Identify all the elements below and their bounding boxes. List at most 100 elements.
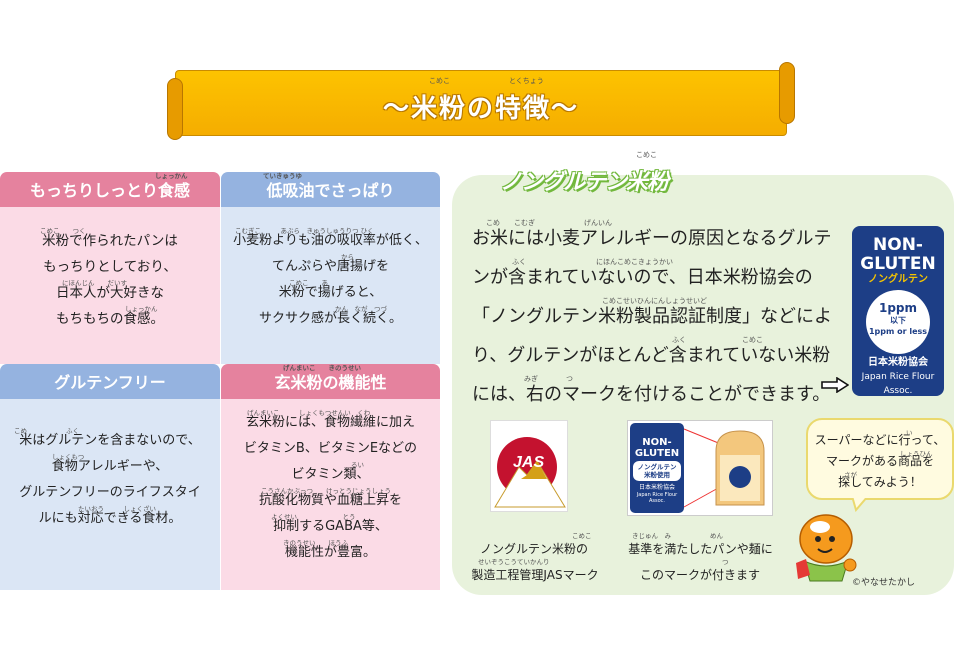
small-logo-white-band: ノングルテン 米粉使用 bbox=[633, 461, 681, 481]
ruby: こめこ bbox=[572, 532, 592, 540]
line-text: サクサク感が長く続く。 bbox=[258, 311, 402, 326]
panel-body bbox=[0, 399, 220, 590]
ruby: よくせい とう bbox=[271, 513, 356, 521]
page-title: 〜米粉の特徴〜 bbox=[382, 94, 579, 124]
bubble-text: いスーパーなどに行って、 しょうひんマークがある商品を さが探してみよう！ bbox=[808, 428, 952, 491]
title-ruby-kome: こめこ bbox=[429, 77, 450, 85]
line-text: 「ノングルテン米粉製品認証制度」などによ bbox=[472, 306, 832, 327]
bread-with-logo-image: NON- GLUTEN ノングルテン 米粉使用 日本米粉協会 Japan Ric… bbox=[627, 420, 773, 516]
panel-mochiri: しょっかん もっちりしっとり食感 こめこ つく米粉で作られたパンは もっちりとし… bbox=[0, 172, 220, 364]
text-line: よくせい とう抑制するGABA等、 bbox=[221, 512, 440, 538]
ruby: しょっかん bbox=[125, 305, 158, 313]
ruby: きのうせい ほうふ bbox=[283, 539, 348, 547]
line-text: ビタミン類、 bbox=[291, 467, 370, 482]
text-line: げんまいこ しょくもつせんい くわ玄米粉には、食物繊維に加え bbox=[221, 408, 440, 434]
panel-heading-text: 低吸油でさっぱり bbox=[266, 181, 395, 200]
panel-body bbox=[0, 207, 220, 364]
small-logo-jp1: ノングルテン bbox=[637, 463, 677, 471]
caption-text: 基準を満たしたパンや麺に bbox=[628, 542, 773, 556]
panel-text: こめ ふく米はグルテンを含まないので、 しょくもつ食物アレルギーや、 グルテンフ… bbox=[0, 426, 220, 530]
ruby: みぎ つ bbox=[524, 375, 573, 383]
copyright-text: ©やなせたかし bbox=[852, 578, 916, 588]
ruby: こむぎこ あぶら きゅうしゅうりつ ひく bbox=[235, 227, 374, 235]
text-line: しょうひんマークがある商品を bbox=[808, 449, 952, 470]
text-line: しょっかんもちもちの食感。 bbox=[0, 304, 220, 330]
heading-ruby: げんまいこ きのうせい bbox=[283, 364, 361, 372]
line-text: には、右のマークを付けることができます。 bbox=[472, 384, 831, 405]
logo-assoc-en2: Assoc. bbox=[883, 386, 913, 396]
panel-text: こめこ つく米粉で作られたパンは もっちりとしており、 にほんじん だいす日本人… bbox=[0, 226, 220, 330]
text-line: かん なが つづサクサク感が長く続く。 bbox=[221, 304, 440, 330]
small-non-gluten-logo: NON- GLUTEN ノングルテン 米粉使用 日本米粉協会 Japan Ric… bbox=[630, 423, 684, 513]
small-logo-assoc-jp: 日本米粉協会 bbox=[638, 484, 675, 491]
panel-heading: グルテンフリー bbox=[0, 364, 220, 399]
line-text: 機能性が豊富。 bbox=[284, 545, 376, 560]
panel-heading-text: 玄米粉の機能性 bbox=[274, 373, 387, 392]
line-text: スーパーなどに行って、 bbox=[814, 433, 946, 447]
arrow-right-icon bbox=[821, 377, 849, 393]
panel-teikyuyu: ていきゅうゆ 低吸油でさっぱり こむぎこ あぶら きゅうしゅうりつ ひく小麦粉よ… bbox=[221, 172, 440, 364]
bubble-tail-icon bbox=[850, 496, 870, 512]
caption-text: ノングルテン米粉の bbox=[480, 542, 589, 556]
line-text: ルにも対応できる食材。 bbox=[38, 511, 182, 526]
title-banner: こめこ とくちょう 〜米粉の特徴〜 bbox=[167, 62, 795, 144]
text-line: ふく こめこり、グルテンがほとんど含まれていない米粉 bbox=[472, 333, 844, 372]
logo-or-less: 1ppm or less bbox=[868, 327, 928, 336]
ruby: さが bbox=[844, 471, 857, 479]
logo-ikai: 以下 bbox=[890, 316, 906, 325]
small-logo-line2: GLUTEN bbox=[634, 448, 680, 459]
line-text: マークがある商品を bbox=[825, 454, 934, 468]
logo-line2: GLUTEN bbox=[860, 254, 936, 274]
bread-caption-1: きじゅん み めん基準を満たしたパンや麺に bbox=[628, 532, 773, 557]
text-line: ビタミンB、ビタミンEなどの bbox=[221, 434, 440, 460]
text-line: もっちりとしており、 bbox=[0, 252, 220, 278]
line-text: 小麦粉よりも油の吸収率が低く、 bbox=[233, 233, 428, 248]
line-text: 米粉で揚げると、 bbox=[278, 285, 383, 300]
text-line: こめこせいひんにんしょうせいど「ノングルテン米粉製品認証制度」などによ bbox=[472, 294, 844, 333]
jas-caption-1: こめこノングルテン米粉の bbox=[480, 532, 592, 557]
text-line: こうさんかぶっつ けっとうじょうしょう抗酸化物質や血糖上昇を bbox=[221, 486, 440, 512]
banner-curl-right bbox=[779, 62, 795, 124]
line-text: 米粉で作られたパンは bbox=[42, 233, 178, 249]
ruby: こめ ふく bbox=[14, 427, 79, 435]
line-text: 日本人が大好きな bbox=[56, 285, 164, 301]
text-line: にほんじん だいす日本人が大好きな bbox=[0, 278, 220, 304]
jas-caption-2: せいぞうこうていかんり製造工程管理JASマーク bbox=[470, 558, 600, 583]
ruby: こめ こむぎ げんいん bbox=[486, 219, 612, 227]
ruby: げんまいこ しょくもつせんい くわ bbox=[247, 409, 371, 417]
text-line: こむぎこ あぶら きゅうしゅうりつ ひく小麦粉よりも油の吸収率が低く、 bbox=[221, 226, 440, 252]
ruby: しょくもつ bbox=[52, 453, 85, 461]
ruby: つ bbox=[722, 558, 729, 566]
nongluten-description: こめ こむぎ げんいんお米には小麦アレルギーの原因となるグルテ ふく にほんこめ… bbox=[472, 216, 844, 411]
ruby: い bbox=[906, 429, 913, 437]
text-line: しょくもつ食物アレルギーや、 bbox=[0, 452, 220, 478]
line-text: ンが含まれていないので、日本米粉協会の bbox=[472, 267, 813, 288]
nongluten-heading: ノングルテン米粉 bbox=[500, 170, 669, 195]
ruby: こめこせいひんにんしょうせいど bbox=[602, 297, 707, 305]
logo-line1: NON- bbox=[873, 235, 923, 255]
text-line: るいビタミン類、 bbox=[221, 460, 440, 486]
ruby: ふく こめこ bbox=[672, 336, 763, 344]
panel-heading-text: グルテンフリー bbox=[54, 373, 166, 392]
logo-assoc-en1: Japan Rice Flour bbox=[861, 372, 935, 382]
ruby: きじゅん み めん bbox=[632, 532, 723, 540]
ruby: にほんじん だいす bbox=[62, 279, 127, 287]
text-line: さが探してみよう！ bbox=[808, 470, 952, 491]
panel-heading-text: もっちりしっとり食感 bbox=[29, 181, 190, 200]
panel-body bbox=[221, 207, 440, 364]
text-line: からてんぷらや唐揚げを bbox=[221, 252, 440, 278]
line-text: もちもちの食感。 bbox=[56, 311, 164, 327]
text-line: たいおう しょくざいルにも対応できる食材。 bbox=[0, 504, 220, 530]
heading-ruby: ていきゅうゆ bbox=[263, 172, 302, 180]
line-text: 食物アレルギーや、 bbox=[51, 459, 169, 474]
line-text: 米はグルテンを含まないので、 bbox=[19, 433, 201, 448]
logo-assoc-jp: 日本米粉協会 bbox=[868, 357, 928, 368]
banner-scroll-body bbox=[175, 70, 787, 136]
ruby: こめこ つく bbox=[40, 227, 86, 235]
ruby: せいぞうこうていかんり bbox=[478, 558, 550, 566]
panel-heading: ていきゅうゆ 低吸油でさっぱり bbox=[221, 172, 440, 207]
small-logo-assoc-en: Japan Rice Flour Assoc. bbox=[636, 492, 678, 504]
logo-jp: ノングルテン bbox=[868, 274, 928, 285]
panel-heading: しょっかん もっちりしっとり食感 bbox=[0, 172, 220, 207]
text-line: こめこ つく米粉で作られたパンは bbox=[0, 226, 220, 252]
